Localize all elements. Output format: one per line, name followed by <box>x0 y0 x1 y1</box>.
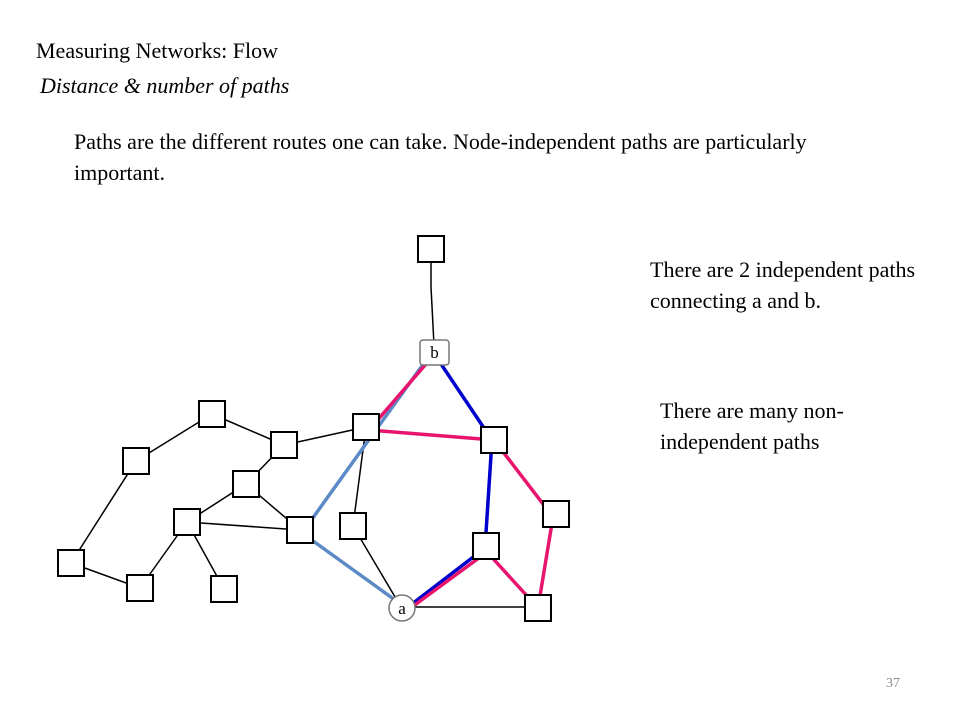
node <box>417 235 445 263</box>
node <box>480 426 508 454</box>
edge <box>430 286 435 346</box>
node-a: a <box>388 594 416 622</box>
independent-paths-note: There are 2 independent paths connecting… <box>650 257 916 313</box>
node <box>232 470 260 498</box>
network-nodes <box>57 235 570 622</box>
node-a-label: a <box>398 599 406 618</box>
edge <box>186 521 301 531</box>
node <box>286 516 314 544</box>
slide-subtitle: Distance & number of paths <box>40 73 290 98</box>
edge <box>70 460 137 564</box>
node-b-label: b <box>430 343 439 362</box>
node <box>270 431 298 459</box>
node <box>210 575 238 603</box>
node <box>542 500 570 528</box>
node-b: b <box>419 339 450 366</box>
node <box>57 549 85 577</box>
node <box>122 447 150 475</box>
node <box>352 413 380 441</box>
network-edges <box>70 262 538 608</box>
node <box>126 574 154 602</box>
path-magenta <box>367 362 555 610</box>
node <box>524 594 552 622</box>
node <box>173 508 201 536</box>
slide-title: Measuring Networks: Flow <box>36 38 278 63</box>
intro-text: Paths are the different routes one can t… <box>74 129 807 185</box>
page-number: 37 <box>886 676 900 691</box>
edge <box>352 426 367 527</box>
node <box>472 532 500 560</box>
nonindependent-paths-note: There are many non-independent paths <box>660 398 844 454</box>
node <box>198 400 226 428</box>
path-steelblue <box>300 361 426 602</box>
node <box>339 512 367 540</box>
path-blue <box>410 363 494 606</box>
